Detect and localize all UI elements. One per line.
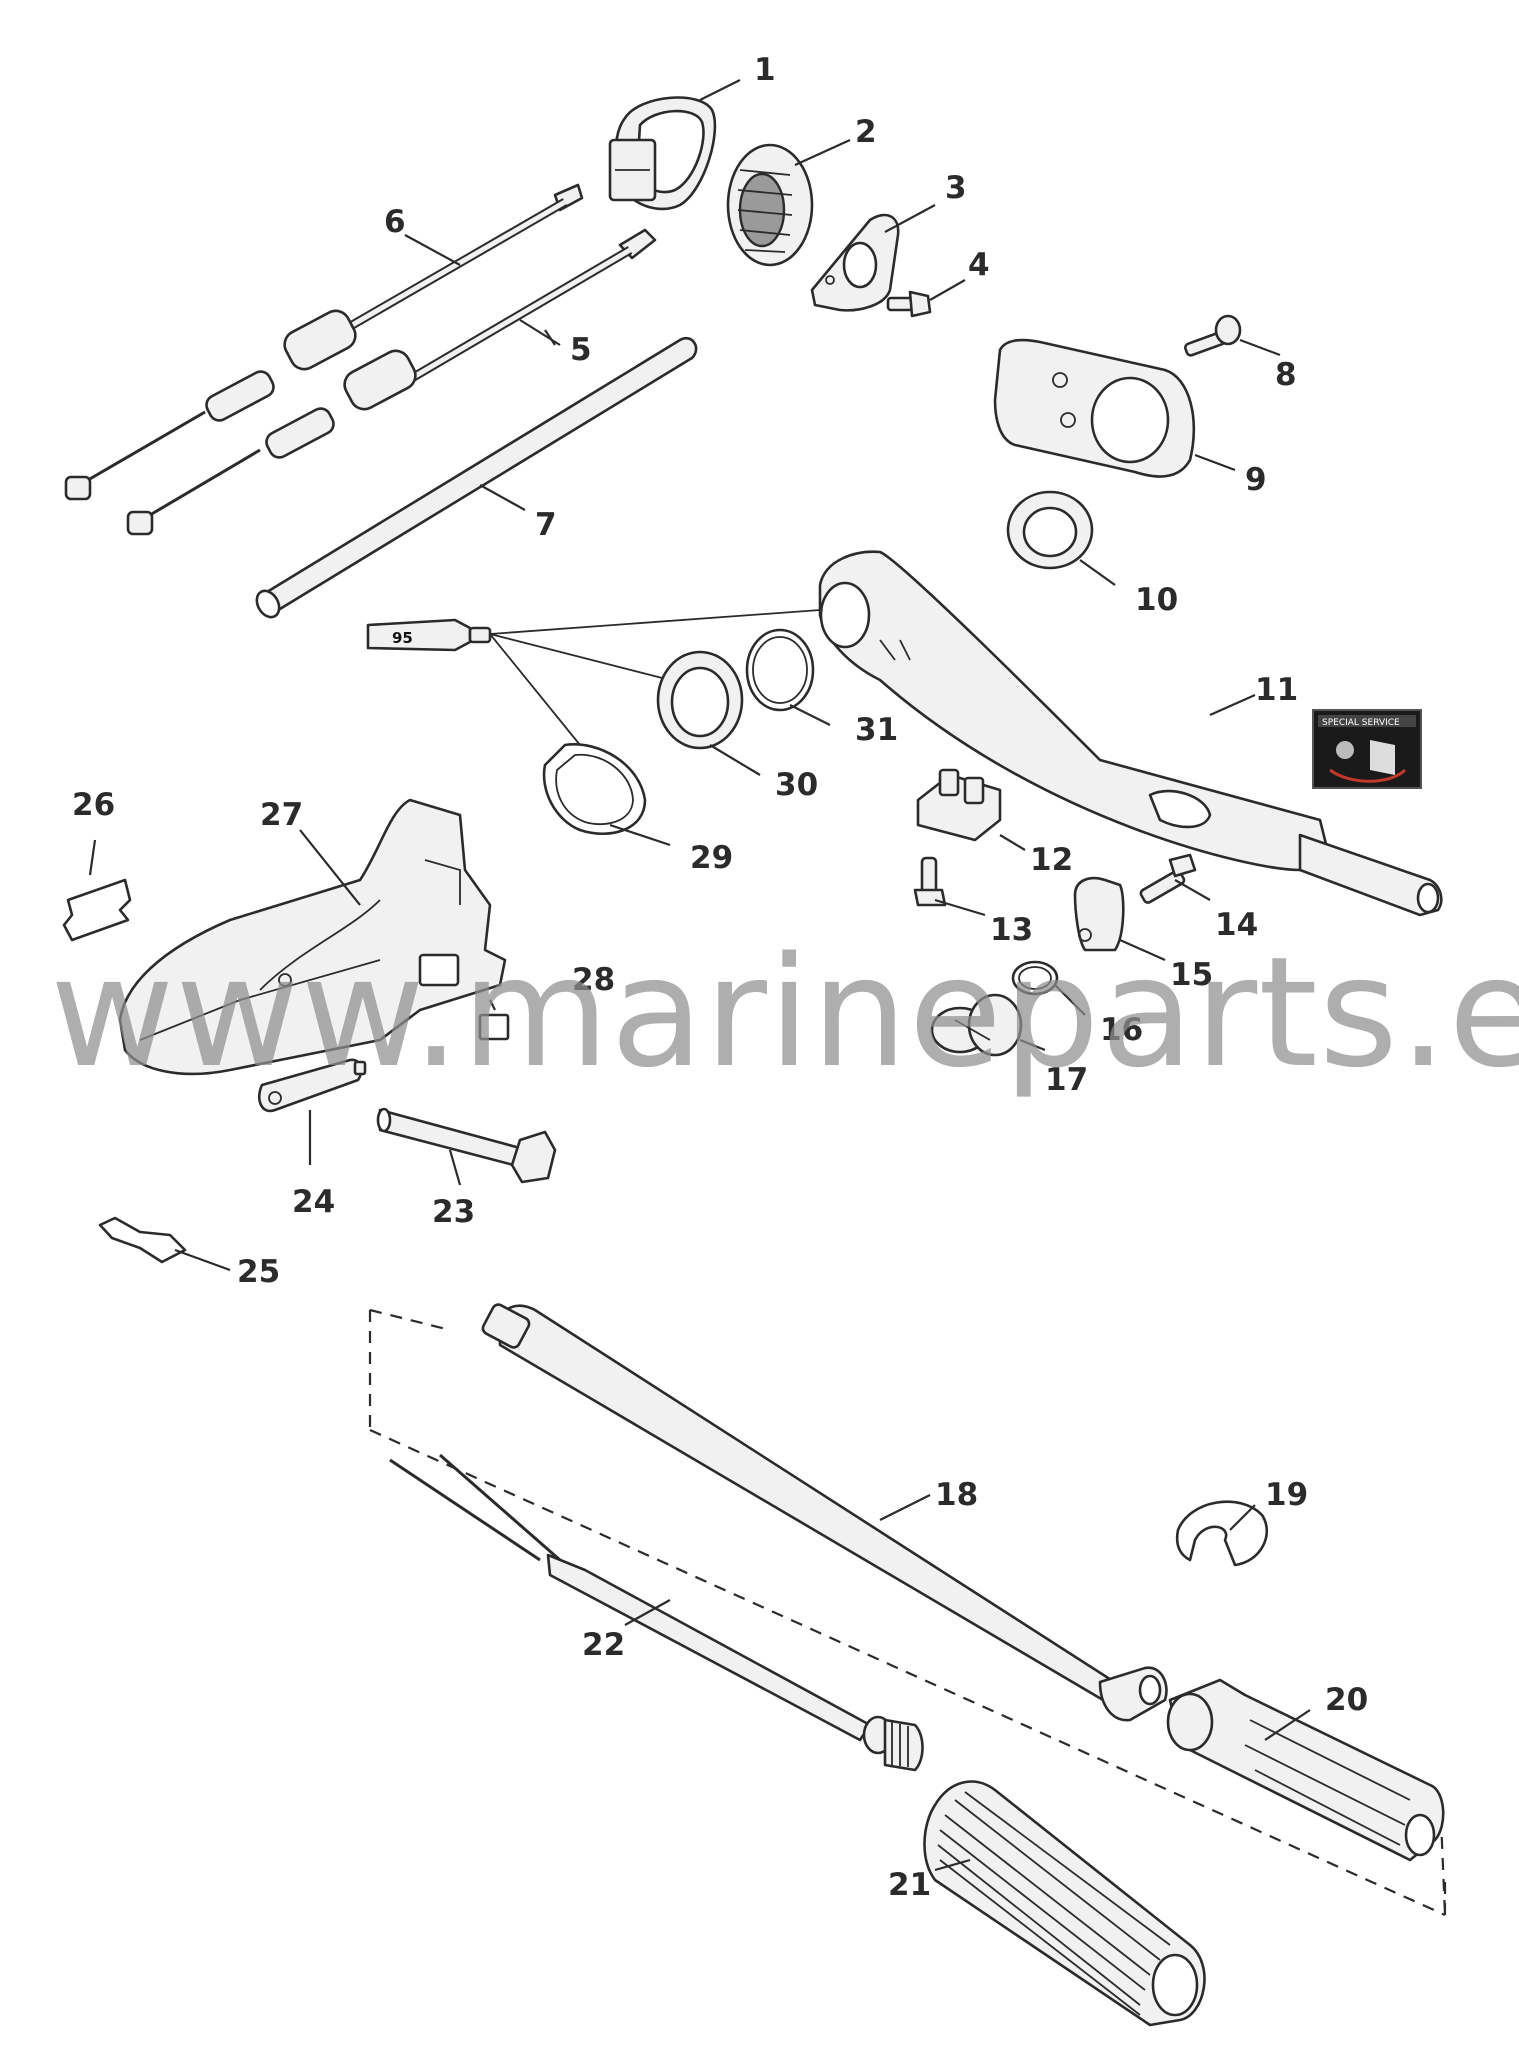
part-12-bracket (916, 768, 1002, 842)
callout-31: 31 (855, 712, 898, 748)
callout-3: 3 (945, 170, 967, 206)
part-30-bushing (656, 650, 744, 750)
part-24-plate (257, 1058, 367, 1113)
callout-8: 8 (1275, 357, 1297, 393)
part-1-clamp (608, 96, 717, 211)
callout-9: 9 (1245, 462, 1267, 498)
callout-2: 2 (855, 114, 877, 150)
part-15-block (1073, 876, 1125, 952)
part-18-shaft (481, 1303, 1168, 1722)
callout-7: 7 (535, 507, 557, 543)
callout-16: 16 (1100, 1012, 1143, 1048)
callout-28: 28 (572, 962, 615, 998)
callout-19: 19 (1265, 1477, 1308, 1513)
part-11-tiller-arm (818, 550, 1443, 917)
callout-20: 20 (1325, 1682, 1368, 1718)
callout-12: 12 (1030, 842, 1073, 878)
callout-22: 22 (582, 1627, 625, 1663)
callout-23: 23 (432, 1194, 475, 1230)
part-29-oring (542, 743, 647, 835)
callout-17: 17 (1045, 1062, 1088, 1098)
callout-18: 18 (935, 1477, 978, 1513)
watermark: www.marineparts.eu (50, 924, 1519, 1101)
callout-1: 1 (754, 52, 776, 88)
part-19-ring (1175, 1500, 1269, 1567)
badge-label: SPECIAL SERVICE (1322, 718, 1400, 728)
callout-labels: 1 2 3 4 5 6 7 8 9 10 11 12 13 14 15 16 1… (72, 52, 1368, 1903)
part-21-grip-sleeve (923, 1780, 1206, 2027)
part-22-cable (389, 1453, 924, 1772)
leader-lines (88, 79, 1311, 1872)
part-31-oring (745, 628, 815, 712)
part-16-clip (1011, 960, 1059, 996)
sealant-tube-95: 95 (366, 609, 821, 746)
part-2-bushing (726, 143, 814, 267)
callout-13: 13 (990, 912, 1033, 948)
part-6-cable (64, 183, 584, 501)
part-5-cable (126, 228, 657, 536)
part-23-bolt (376, 1107, 557, 1184)
sealant-tube-label: 95 (392, 629, 413, 647)
part-28-key (478, 1013, 510, 1041)
part-4-screw (886, 290, 932, 318)
part-26-clip (62, 878, 132, 942)
callout-4: 4 (968, 247, 990, 283)
callout-10: 10 (1135, 582, 1178, 618)
part-14-bolt (1139, 853, 1197, 904)
part-25-clip (98, 1216, 187, 1264)
part-3-plate (810, 213, 900, 312)
callout-24: 24 (292, 1184, 335, 1220)
callout-6: 6 (384, 204, 406, 240)
callout-27: 27 (260, 797, 303, 833)
callout-29: 29 (690, 840, 733, 876)
part-8-bolt (1183, 314, 1242, 357)
callout-15: 15 (1170, 957, 1213, 993)
part-7-rod (255, 337, 698, 619)
part-13-screw (913, 856, 947, 907)
callout-5: 5 (570, 332, 592, 368)
part-17-knob (930, 993, 1023, 1057)
callout-25: 25 (237, 1254, 280, 1290)
special-service-badge: SPECIAL SERVICE (1312, 709, 1422, 789)
part-27-housing (118, 798, 507, 1076)
callout-26: 26 (72, 787, 115, 823)
callout-30: 30 (775, 767, 818, 803)
part-9-cover (993, 338, 1196, 478)
callout-11: 11 (1255, 672, 1298, 708)
callout-14: 14 (1215, 907, 1258, 943)
part-20-grip-core (1166, 1678, 1445, 1862)
assembly-boundary (368, 1308, 1447, 1917)
callout-21: 21 (888, 1867, 931, 1903)
part-10-seal (1006, 490, 1094, 570)
